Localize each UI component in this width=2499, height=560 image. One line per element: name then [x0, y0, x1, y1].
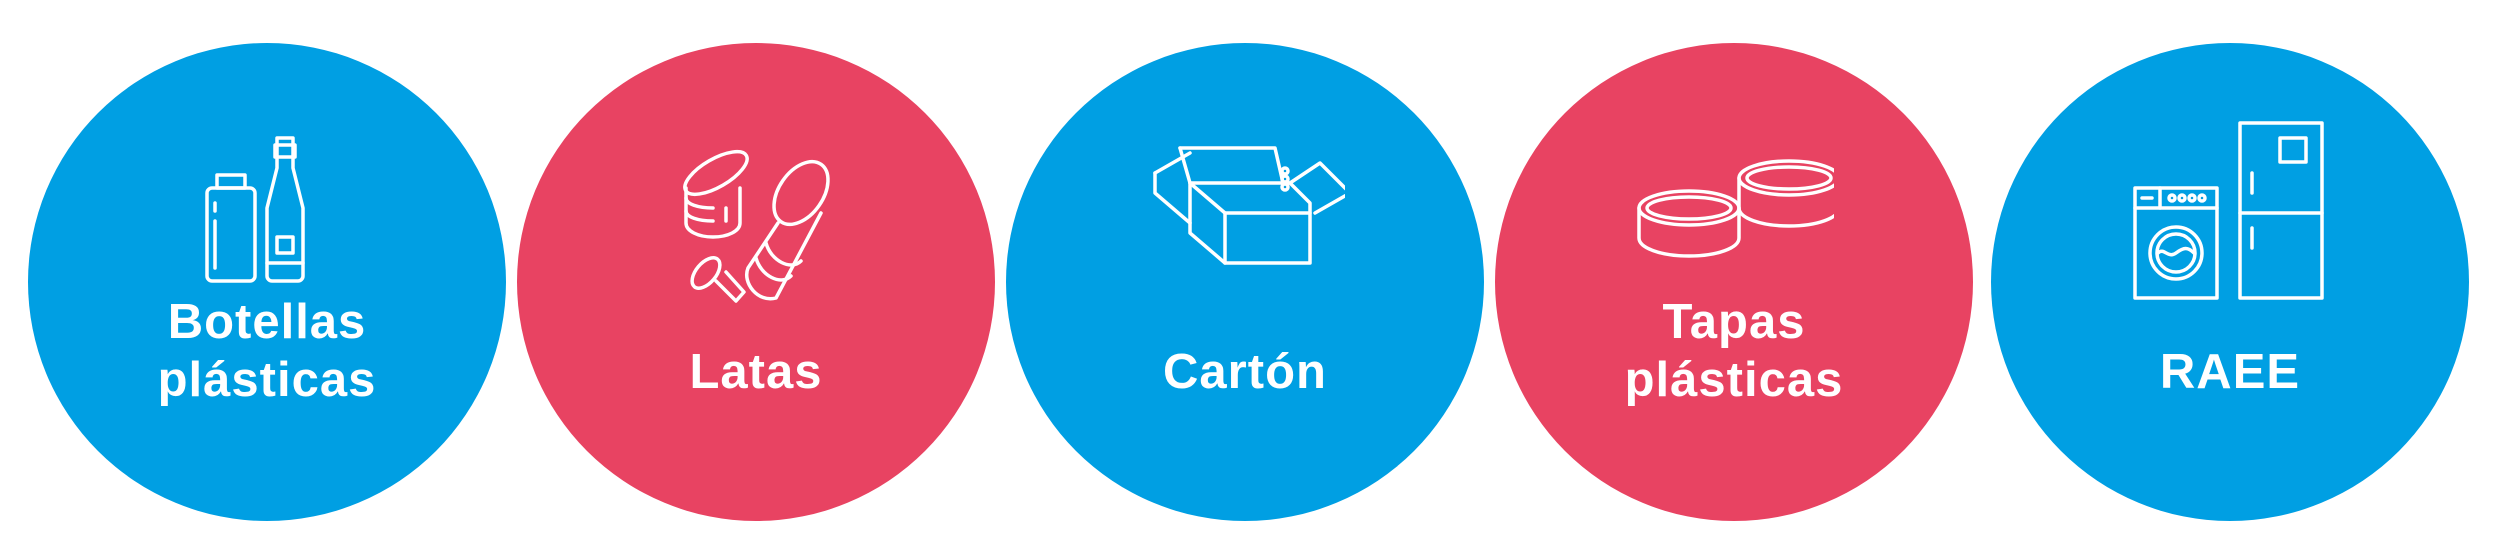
category-label: Latas — [517, 343, 995, 401]
label-line-1: Botellas — [167, 295, 367, 349]
label-line-2: plásticas — [1624, 353, 1844, 407]
plastic-caps-icon — [1634, 113, 1841, 313]
label-line-1: Cartón — [1163, 345, 1327, 399]
cans-icon — [656, 113, 856, 313]
appliances-icon — [2130, 113, 2330, 313]
label-line-1: Tapas — [1662, 295, 1806, 349]
label-line-1: Latas — [689, 345, 823, 399]
category-carton: Cartón — [1006, 43, 1484, 521]
category-latas: Latas — [517, 43, 995, 521]
cardboard-box-icon — [1145, 113, 1352, 313]
category-label: RAEE — [1991, 343, 2469, 401]
label-line-1: RAEE — [2159, 345, 2301, 399]
category-raee: RAEE — [1991, 43, 2469, 521]
category-label: Cartón — [1006, 343, 1484, 401]
label-line-2: plásticas — [157, 353, 377, 407]
bottles-icon — [167, 113, 367, 313]
